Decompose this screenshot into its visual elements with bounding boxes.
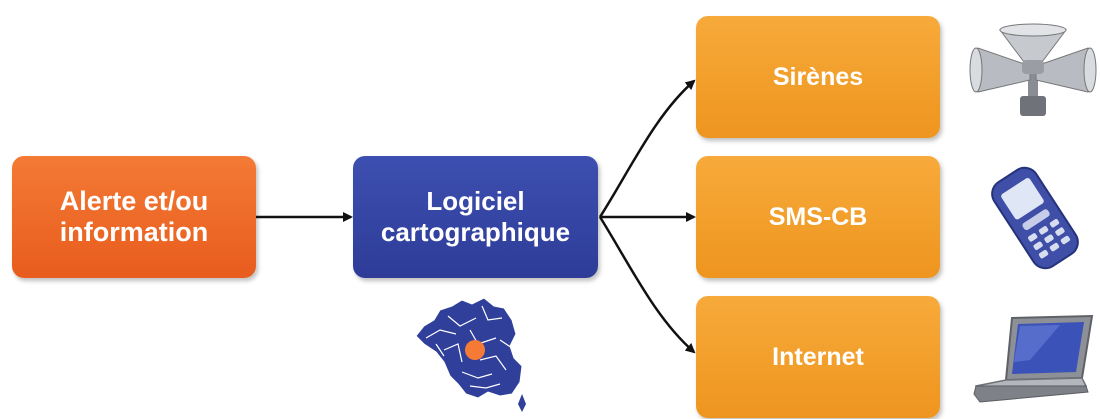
software-line1: Logiciel bbox=[426, 186, 525, 216]
alert-line1: Alerte et/ou bbox=[59, 186, 209, 216]
arrow-software-to-sirenes bbox=[598, 79, 696, 218]
laptop-icon bbox=[973, 314, 1094, 403]
internet-box: Internet bbox=[696, 296, 940, 418]
alert-information-box: Alerte et/ou information bbox=[12, 156, 256, 278]
france-map-icon bbox=[415, 297, 526, 412]
sirenes-box: Sirènes bbox=[696, 16, 940, 138]
sms-cb-label: SMS-CB bbox=[768, 202, 868, 231]
internet-label: Internet bbox=[772, 342, 864, 371]
cartographic-software-box: Logiciel cartographique bbox=[353, 156, 598, 278]
mobile-phone-icon bbox=[991, 166, 1079, 270]
sirenes-label: Sirènes bbox=[772, 62, 864, 91]
sms-cb-box: SMS-CB bbox=[696, 156, 940, 278]
arrow-software-to-internet bbox=[598, 216, 696, 354]
software-line2: cartographique bbox=[380, 217, 571, 247]
map-location-marker bbox=[465, 340, 485, 360]
siren-icon bbox=[969, 23, 1097, 116]
alert-line2: information bbox=[59, 217, 209, 247]
